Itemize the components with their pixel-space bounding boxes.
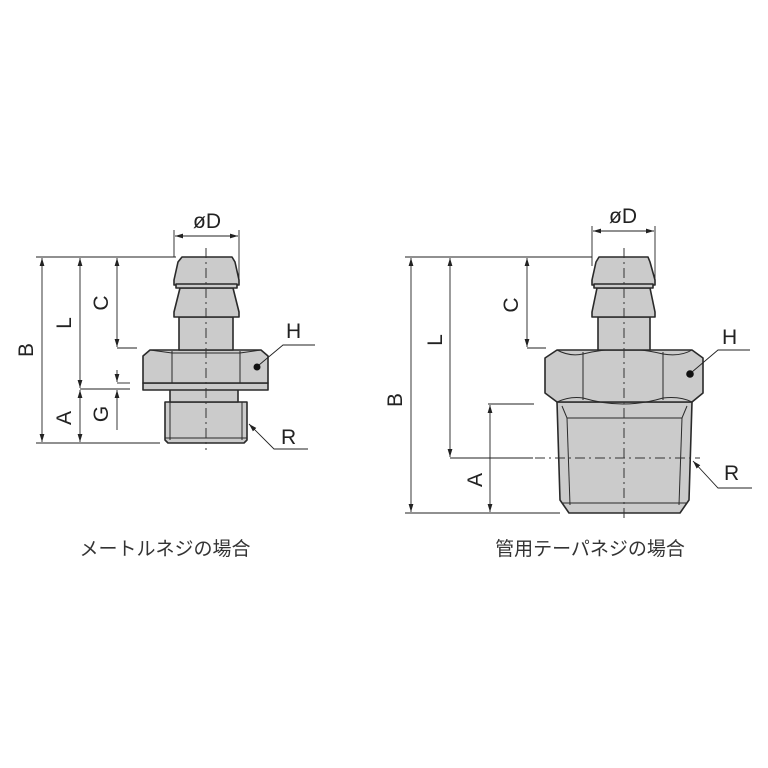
taper-B-label: B (384, 393, 407, 407)
taper-H-label: H (722, 326, 737, 349)
metric-L-label: L (53, 317, 76, 329)
taper-diameter-label: øD (609, 205, 637, 228)
metric-A-label: A (53, 411, 76, 425)
taper-C-label: C (500, 297, 523, 312)
metric-G-label: G (90, 406, 113, 422)
taper-caption: 管用テーパネジの場合 (495, 538, 685, 560)
taper-R-label: R (724, 462, 739, 485)
taper-A-label: A (464, 473, 487, 487)
metric-diameter-label: øD (193, 210, 221, 233)
taper-L-label: L (424, 334, 447, 346)
metric-C-label: C (90, 295, 113, 310)
taper-fitting: øD B L C A H R (384, 205, 752, 520)
metric-caption: メートルネジの場合 (79, 538, 250, 560)
metric-H-label: H (286, 320, 301, 343)
metric-fitting: øD B L C A G H R (15, 210, 315, 450)
metric-B-label: B (15, 343, 38, 357)
metric-R-label: R (281, 426, 296, 449)
